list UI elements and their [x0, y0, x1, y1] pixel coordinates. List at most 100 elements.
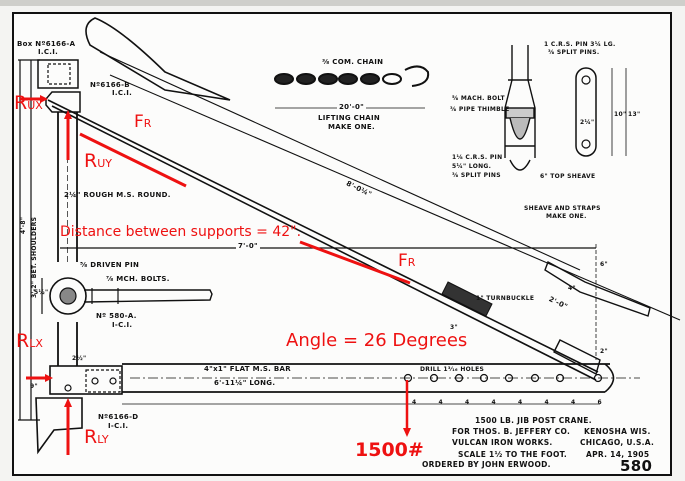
rod-end-piece — [544, 261, 651, 317]
box-6166-a-inner — [47, 63, 71, 85]
rly-arrowhead — [64, 398, 72, 407]
load-arrowhead — [403, 428, 411, 437]
crs-pin-top-label: 1 C.R.S. PIN 3¼ LG. — [544, 41, 616, 48]
sheave-straps-label: SHEAVE AND STRAPS — [524, 205, 601, 212]
label-main: R — [84, 426, 98, 448]
label-sub: R — [407, 256, 416, 269]
force-fr-label-lower: FR — [398, 253, 415, 270]
drill-hole — [429, 373, 439, 383]
bracket-inner — [85, 369, 121, 393]
part-6166-b-label: Nº6166-B — [90, 81, 130, 89]
drill-hole — [454, 373, 464, 383]
flat-bar-label: 4"x1" FLAT M.S. BAR — [204, 365, 291, 373]
chain-link — [274, 73, 294, 85]
load-annotation: 1500# — [355, 439, 424, 461]
drawing-client-location: KENOSHA WIS. — [584, 427, 651, 436]
bolt-hole — [109, 377, 117, 385]
part-580-a-material: I-C.I. — [112, 321, 133, 329]
drawing-maker: VULCAN IRON WORKS. — [452, 438, 553, 447]
nine-inch-dim: 9" — [30, 383, 38, 390]
drawing-title: 1500 LB. JIB POST CRANE. — [475, 416, 592, 425]
hole-spacing: 4 — [491, 399, 496, 406]
label-main: F — [398, 251, 408, 271]
drawing-number: 580 — [620, 457, 653, 475]
mach-bolt-label: ⅝ MACH. BOLT — [452, 95, 505, 102]
pin-hole — [64, 384, 72, 392]
eye-dim: 5½" — [34, 289, 49, 296]
label-sub: LY — [97, 433, 109, 446]
turnbuckle — [441, 281, 493, 317]
tension-rod-top — [47, 99, 599, 373]
chain-link — [360, 73, 380, 85]
label-main: R — [84, 150, 98, 172]
split-pins-top-label: ⅜ SPLIT PINS. — [548, 49, 600, 56]
box-6166-a-material: I.C.I. — [38, 48, 59, 56]
drill-holes-label: DRILL 1³⁄₁₆ HOLES — [420, 366, 485, 373]
rux-arrowhead — [40, 95, 48, 103]
lifting-chain-make-one: MAKE ONE. — [328, 123, 375, 131]
driven-pin-label: ⅝ DRIVEN PIN — [80, 261, 140, 269]
thirteen-inch-dim: 13" — [628, 111, 641, 118]
paper-edge-top — [0, 0, 685, 6]
com-chain-label: ⅜ COM. CHAIN — [322, 58, 384, 66]
part-6166-b-material: I.C.I. — [112, 89, 133, 97]
overall-height-label: 4'-8" — [20, 216, 27, 234]
force-vector-fr-lower — [299, 240, 411, 285]
strap-hole — [581, 75, 591, 85]
lifting-chain — [274, 65, 430, 87]
rod-dim-line-lower — [109, 74, 681, 321]
mch-bolts-label: ⅞ MCH. BOLTS. — [106, 275, 170, 283]
eye-loop — [85, 17, 231, 101]
label-sub: R — [143, 117, 152, 130]
drawing-scale: SCALE 1½ TO THE FOOT. — [458, 450, 568, 459]
collar-arm — [83, 289, 213, 303]
hole-spacing: 4 — [438, 399, 443, 406]
thimble — [505, 107, 535, 119]
ruy-arrowhead — [64, 110, 72, 119]
strap — [527, 79, 536, 158]
force-annotations — [20, 95, 411, 455]
reaction-rly-label: RLY — [84, 428, 109, 447]
drawing-date: APR. 14, 1905 — [586, 450, 650, 459]
jib-bar-end — [604, 363, 615, 393]
base-6166-d — [35, 397, 83, 455]
span-dim: 7'-0" — [236, 242, 260, 250]
rlx-arrowhead — [45, 374, 53, 382]
reaction-rux-label: RUX — [14, 94, 43, 113]
label-sub: UX — [27, 99, 43, 112]
part-6166-d-label: Nº6166-D — [98, 413, 139, 421]
drawing-maker-location: CHICAGO, U.S.A. — [580, 438, 655, 447]
top-sheave-label: 6" TOP SHEAVE — [540, 173, 596, 180]
reaction-ruy-label: RUY — [84, 152, 112, 171]
collar-580-a — [49, 277, 87, 315]
box-6166-a — [37, 59, 79, 89]
chain-link — [318, 73, 338, 85]
part-580-a-label: Nº 580-A. — [96, 312, 137, 320]
chain-link — [338, 73, 358, 85]
chain-hook — [404, 65, 430, 87]
pipe-thimble-label: ⅜ PIPE THIMBLE — [450, 106, 510, 113]
label-main: R — [16, 330, 30, 352]
sheave-wheel — [509, 117, 531, 140]
bracket-6166-d — [49, 365, 123, 395]
label-sub: LX — [29, 337, 43, 350]
split-pins-label: ⅜ SPLIT PINS — [452, 172, 501, 179]
hole-spacing: 6 — [597, 399, 602, 406]
force-vector-fr-upper — [79, 132, 187, 188]
reaction-rlx-label: RLX — [16, 332, 43, 351]
hole-spacing-labels: 4 4 4 4 4 4 4 6 — [412, 400, 602, 406]
drill-hole — [504, 373, 514, 383]
box-6166-a-label: Box Nº6166-A — [17, 40, 76, 48]
six-inch-dim: 6" — [600, 261, 608, 268]
crs-pin-label: 1⅛ C.R.S. PIN — [452, 154, 503, 161]
bolt-hole — [91, 377, 99, 385]
part-6166-d-material: I-C.I. — [108, 422, 129, 430]
chain-link — [296, 73, 316, 85]
rod-dim-line-upper — [99, 51, 581, 271]
hole-spacing: 4 — [544, 399, 549, 406]
strap-hole — [581, 139, 591, 149]
two-inch-dim: 2" — [600, 348, 608, 355]
drawing-client: FOR THOS. B. JEFFERY CO. — [452, 427, 571, 436]
label-main: F — [134, 112, 144, 132]
